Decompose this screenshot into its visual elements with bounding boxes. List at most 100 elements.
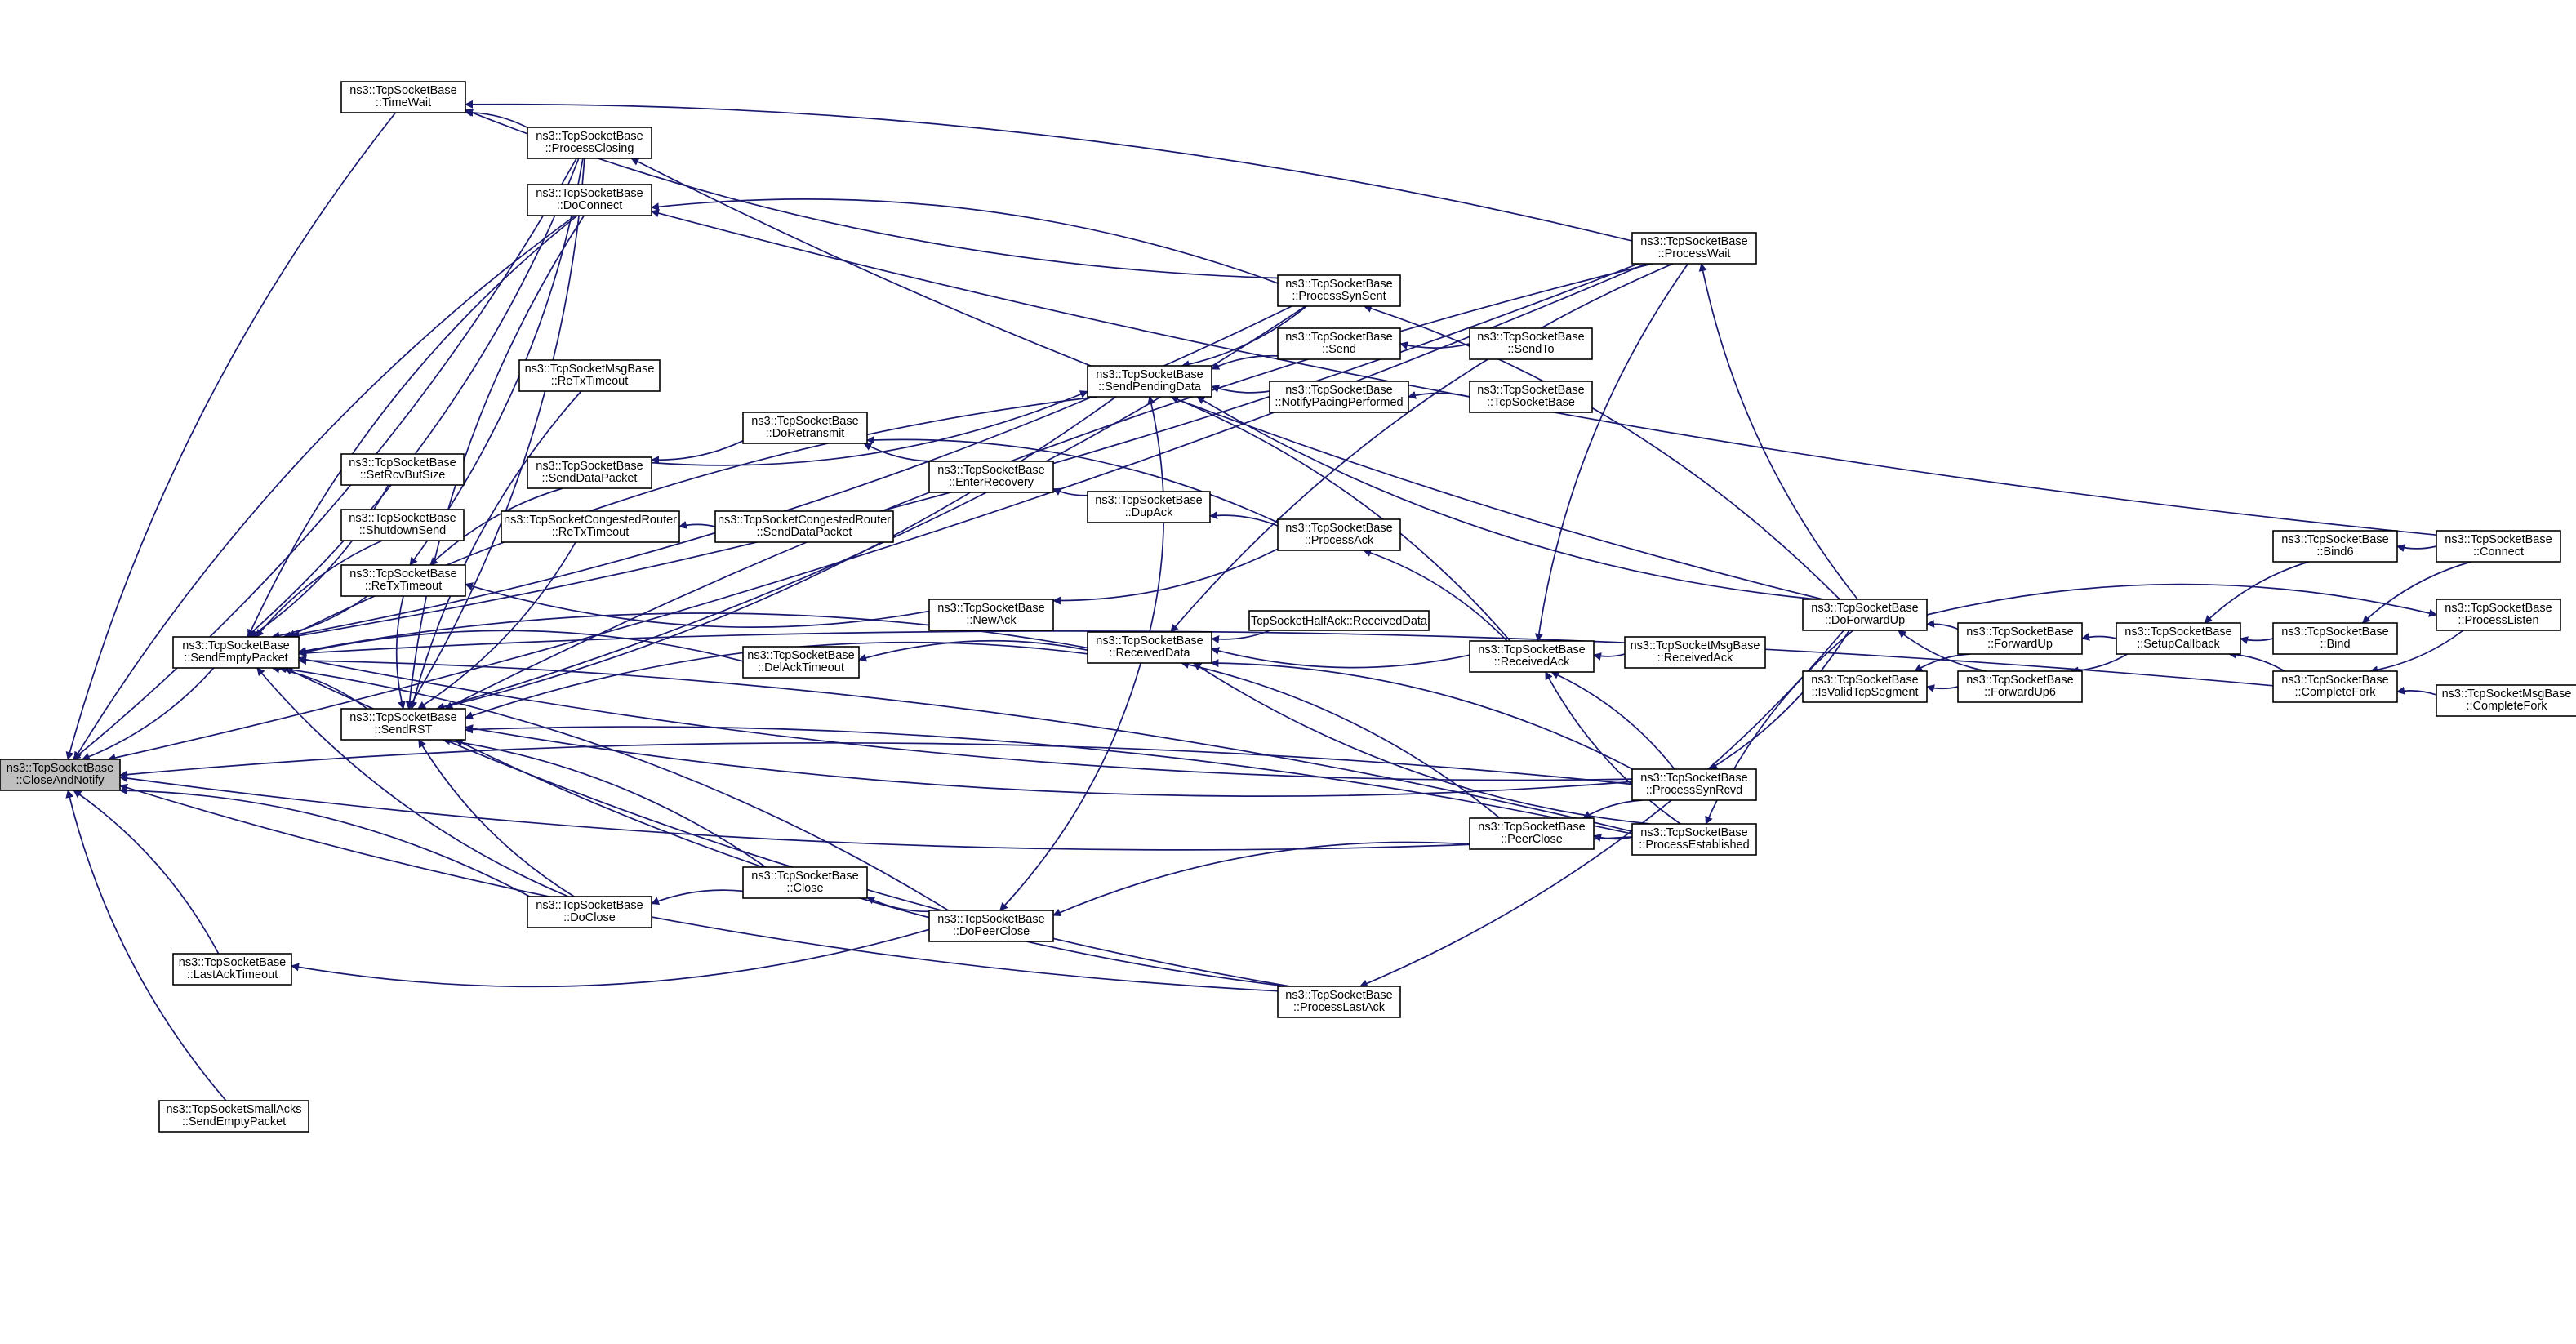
- edge-do_forward_up-to-process_syn_sent: [1363, 305, 1840, 600]
- edge-do_connect-to-send_rst: [405, 215, 585, 710]
- node-retx-timeout[interactable]: ns3::TcpSocketBase::ReTxTimeout: [340, 564, 466, 597]
- node-box: [928, 599, 1054, 631]
- node-class-label: ns3::TcpSocketBase: [1285, 331, 1392, 344]
- edge-process_established-to-received_data: [1193, 662, 1651, 825]
- node-notify-pacing[interactable]: ns3::TcpSocketBase::NotifyPacingPerforme…: [1269, 381, 1409, 413]
- node-last-ack-timeout[interactable]: ns3::TcpSocketBase::LastAckTimeout: [172, 953, 292, 986]
- edge-small_acks_send_empty-to-close_and_notify: [65, 790, 227, 1101]
- edge-process_closing-to-time_wait: [465, 108, 528, 129]
- node-enter-recovery[interactable]: ns3::TcpSocketBase::EnterRecovery: [928, 461, 1054, 493]
- node-box: [1248, 610, 1430, 631]
- node-do-forward-up[interactable]: ns3::TcpSocketBase::DoForwardUp: [1802, 599, 1928, 631]
- node-box: [1087, 491, 1211, 523]
- node-shutdown-send[interactable]: ns3::TcpSocketBase::ShutdownSend: [340, 509, 465, 541]
- node-class-label: ns3::TcpSocketBase: [1966, 674, 2073, 687]
- node-method-label: ::SendEmptyPacket: [184, 652, 287, 665]
- node-send-to[interactable]: ns3::TcpSocketBase::SendTo: [1469, 327, 1593, 360]
- node-box: [172, 636, 300, 669]
- node-process-ack[interactable]: ns3::TcpSocketBase::ProcessAck: [1277, 518, 1401, 551]
- node-tcp-socket-base-ctor[interactable]: ns3::TcpSocketBase::TcpSocketBase: [1469, 381, 1593, 413]
- node-send-empty-packet[interactable]: ns3::TcpSocketBase::SendEmptyPacket: [172, 636, 300, 669]
- node-dup-ack[interactable]: ns3::TcpSocketBase::DupAck: [1087, 491, 1211, 523]
- node-box: [714, 510, 894, 543]
- node-class-label: ns3::TcpSocketBase: [536, 460, 643, 473]
- node-method-label: ::ProcessLastAck: [1293, 1001, 1386, 1014]
- node-box: [928, 910, 1054, 942]
- edge-retx_timeout-to-send_empty_packet: [271, 595, 368, 640]
- edge-do_close-to-send_empty_packet: [256, 667, 569, 897]
- node-class-label: ns3::TcpSocketBase: [1640, 826, 1747, 839]
- edge-process_listen-to-complete_fork: [2369, 630, 2464, 674]
- edge-received_ack-to-received_data: [1211, 647, 1470, 669]
- node-send-rst[interactable]: ns3::TcpSocketBase::SendRST: [340, 708, 466, 741]
- node-send-data-packet[interactable]: ns3::TcpSocketBase::SendDataPacket: [527, 456, 652, 489]
- node-time-wait[interactable]: ns3::TcpSocketBase::TimeWait: [340, 81, 466, 113]
- node-forward-up[interactable]: ns3::TcpSocketBase::ForwardUp: [1957, 622, 2083, 655]
- node-received-data[interactable]: ns3::TcpSocketBase::ReceivedData: [1087, 631, 1212, 664]
- node-connect[interactable]: ns3::TcpSocketBase::Connect: [2436, 530, 2561, 563]
- node-class-label: ns3::TcpSocketMsgBase: [525, 363, 655, 376]
- node-setup-callback[interactable]: ns3::TcpSocketBase::SetupCallback: [2116, 622, 2241, 655]
- node-method-label: ::CompleteFork: [2466, 700, 2547, 713]
- edge-process_closing-to-close_and_notify: [72, 158, 577, 760]
- edge-received_ack-to-process_ack: [1363, 549, 1508, 642]
- edge-last_ack_timeout-to-close_and_notify: [73, 790, 220, 955]
- node-method-label: ::ProcessClosing: [545, 142, 634, 155]
- node-close[interactable]: ns3::TcpSocketBase::Close: [742, 866, 868, 899]
- node-process-last-ack[interactable]: ns3::TcpSocketBase::ProcessLastAck: [1277, 986, 1401, 1018]
- node-bind[interactable]: ns3::TcpSocketBase::Bind: [2272, 622, 2398, 655]
- node-class-label: ns3::TcpSocketBase: [1966, 625, 2073, 639]
- node-method-label: ::SendDataPacket: [757, 526, 852, 539]
- edge-retx_timeout-to-send_rst: [395, 595, 406, 710]
- node-do-close[interactable]: ns3::TcpSocketBase::DoClose: [527, 896, 652, 928]
- node-is-valid-tcp-segment[interactable]: ns3::TcpSocketBase::IsValidTcpSegment: [1802, 670, 1928, 703]
- node-class-label: ns3::TcpSocketBase: [536, 899, 643, 912]
- node-method-label: ::ReTxTimeout: [552, 526, 630, 539]
- node-set-rcv-buf-size[interactable]: ns3::TcpSocketBase::SetRcvBufSize: [340, 453, 465, 486]
- node-cong-retx-timeout[interactable]: ns3::TcpSocketCongestedRouter::ReTxTimeo…: [501, 510, 680, 543]
- edge-process_closing-to-send_empty_packet: [246, 158, 580, 638]
- node-close-and-notify[interactable]: ns3::TcpSocketBase::CloseAndNotify: [0, 759, 121, 791]
- node-msg-complete-fork[interactable]: ns3::TcpSocketMsgBase::CompleteFork: [2436, 684, 2576, 717]
- node-half-ack-received-data[interactable]: TcpSocketHalfAck::ReceivedData: [1248, 610, 1430, 631]
- node-complete-fork[interactable]: ns3::TcpSocketBase::CompleteFork: [2272, 670, 2398, 703]
- node-method-label: ::Send: [1322, 343, 1356, 356]
- node-received-ack[interactable]: ns3::TcpSocketBase::ReceivedAck: [1469, 640, 1595, 673]
- node-class-label: ns3::TcpSocketBase: [1478, 643, 1585, 656]
- node-msg-retx-timeout[interactable]: ns3::TcpSocketMsgBase::ReTxTimeout: [518, 359, 661, 392]
- node-do-connect[interactable]: ns3::TcpSocketBase::DoConnect: [527, 184, 652, 216]
- node-class-label: ns3::TcpSocketBase: [349, 456, 456, 470]
- node-send[interactable]: ns3::TcpSocketBase::Send: [1277, 327, 1401, 360]
- node-process-established[interactable]: ns3::TcpSocketBase::ProcessEstablished: [1631, 823, 1757, 856]
- node-new-ack[interactable]: ns3::TcpSocketBase::NewAck: [928, 599, 1054, 631]
- node-process-wait[interactable]: ns3::TcpSocketBase::ProcessWait: [1631, 232, 1757, 265]
- node-method-label: ::ReceivedAck: [1657, 652, 1733, 665]
- node-do-retransmit[interactable]: ns3::TcpSocketBase::DoRetransmit: [742, 412, 868, 444]
- node-cong-send-data-packet[interactable]: ns3::TcpSocketCongestedRouter::SendDataP…: [714, 510, 894, 543]
- node-method-label: ::Connect: [2473, 545, 2524, 559]
- node-forward-up6[interactable]: ns3::TcpSocketBase::ForwardUp6: [1957, 670, 2083, 703]
- node-process-listen[interactable]: ns3::TcpSocketBase::ProcessListen: [2436, 599, 2561, 631]
- node-class-label: ns3::TcpSocketBase: [1096, 634, 1203, 648]
- node-box: [742, 646, 860, 679]
- node-box: [2436, 599, 2561, 631]
- node-method-label: ::ReTxTimeout: [551, 375, 629, 388]
- node-method-label: ::SendPendingData: [1098, 381, 1202, 394]
- node-do-peer-close[interactable]: ns3::TcpSocketBase::DoPeerClose: [928, 910, 1054, 942]
- node-peer-close[interactable]: ns3::TcpSocketBase::PeerClose: [1469, 817, 1595, 850]
- node-method-label: ::SendEmptyPacket: [182, 1115, 286, 1128]
- node-class-label: ns3::TcpSocketBase: [937, 464, 1044, 477]
- node-small-acks-send-empty[interactable]: ns3::TcpSocketSmallAcks::SendEmptyPacket: [158, 1100, 309, 1133]
- node-method-label: ::DoConnect: [557, 199, 623, 212]
- node-process-syn-rcvd[interactable]: ns3::TcpSocketBase::ProcessSynRcvd: [1631, 768, 1757, 801]
- node-method-label: ::DelAckTimeout: [758, 661, 844, 674]
- edge-setup_callback-to-forward_up: [2081, 633, 2117, 641]
- node-send-pending-data[interactable]: ns3::TcpSocketBase::SendPendingData: [1087, 365, 1212, 398]
- node-del-ack-timeout[interactable]: ns3::TcpSocketBase::DelAckTimeout: [742, 646, 860, 679]
- node-process-closing[interactable]: ns3::TcpSocketBase::ProcessClosing: [527, 127, 652, 159]
- node-box: [1277, 518, 1401, 551]
- node-bind6[interactable]: ns3::TcpSocketBase::Bind6: [2272, 530, 2398, 563]
- node-msg-received-ack[interactable]: ns3::TcpSocketMsgBase::ReceivedAck: [1624, 636, 1766, 669]
- edge-complete_fork-to-setup_callback: [2227, 650, 2285, 672]
- node-process-syn-sent[interactable]: ns3::TcpSocketBase::ProcessSynSent: [1277, 274, 1401, 307]
